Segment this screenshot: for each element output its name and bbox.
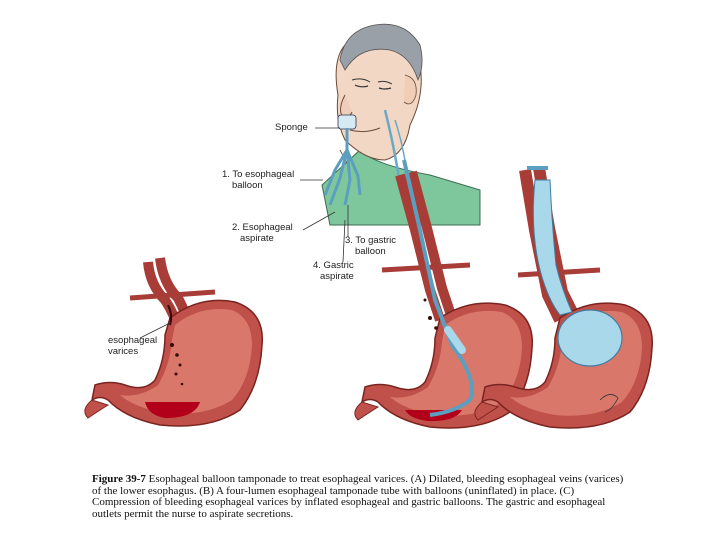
stomach-c — [480, 166, 653, 429]
nasogastric-tube-top — [323, 109, 409, 206]
gastric-balloon-label-line2: balloon — [355, 246, 386, 257]
esophageal-aspirate-label-line1: 2. Esophageal — [232, 222, 293, 233]
pylorus-shapes — [84, 399, 500, 421]
esophageal-balloon-label-line1: 1. To esophageal — [222, 169, 295, 180]
caption-text: Esophageal balloon tamponade to treat es… — [92, 473, 624, 520]
esophageal-aspirate-label-line2: aspirate — [240, 233, 274, 244]
gastric-aspirate-label-line2: aspirate — [320, 271, 354, 282]
gastric-aspirate-label-line1: 4. Gastric — [313, 260, 354, 271]
figure-number: Figure 39-7 — [92, 473, 146, 485]
figure-caption: Figure 39-7 Esophageal balloon tamponade… — [92, 473, 632, 520]
varices-label-line2: varices — [108, 346, 139, 357]
varices-label-line1: esophageal — [108, 335, 158, 346]
patient-illustration — [321, 23, 481, 226]
gastric-balloon-label-line1: 3. To gastric — [345, 235, 397, 246]
sponge-label: Sponge — [275, 122, 308, 133]
label-leader-lines — [300, 127, 349, 263]
esophageal-balloon-label-line2: balloon — [232, 180, 263, 191]
stomach-a — [90, 257, 263, 427]
